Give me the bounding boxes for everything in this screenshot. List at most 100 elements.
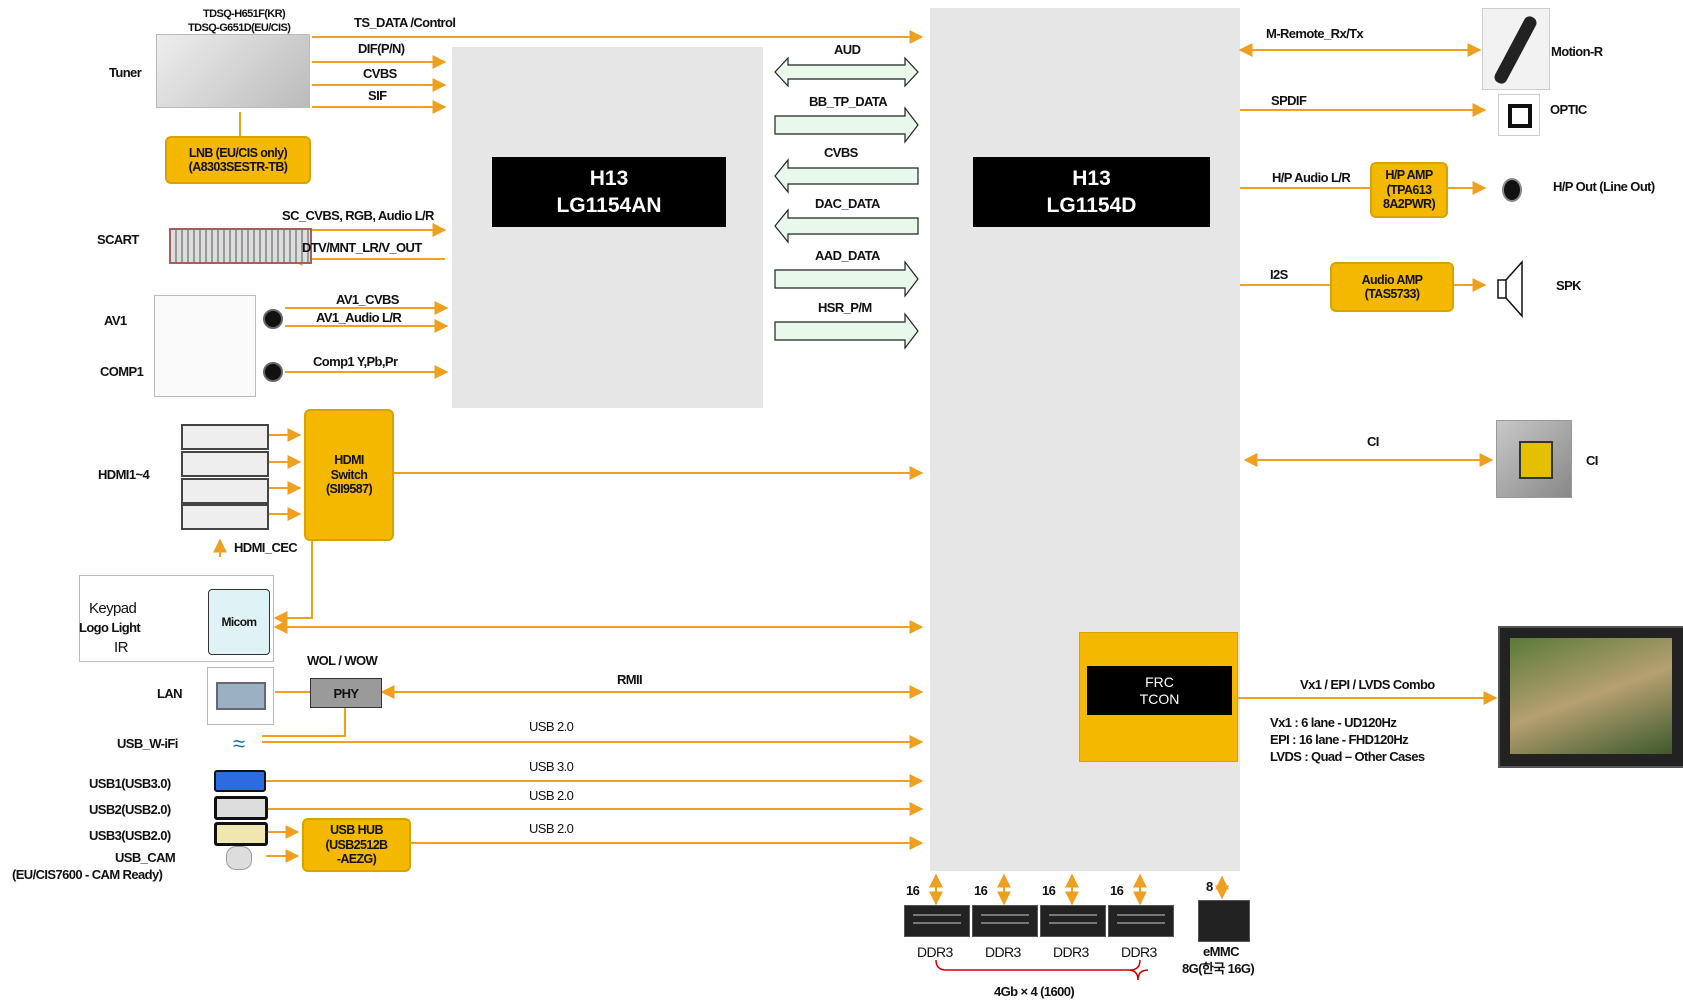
optic-socket [1508,104,1532,128]
vx1-note3: LVDS : Quad – Other Cases [1270,749,1425,764]
aad-bus [774,260,919,298]
frontend-chip-line2: LG1154AN [556,194,662,217]
ir-label: IR [114,639,128,656]
usb3-label: USB3(USB2.0) [89,828,171,843]
vx1-note2: EPI : 16 lane - FHD120Hz [1270,732,1409,747]
ddr3-label-4: DDR3 [1121,944,1157,960]
tv-screen [1510,638,1672,754]
tv-panel-image [1498,626,1683,768]
ddr3-chip-3 [1040,905,1106,937]
hdmi-port-2 [181,451,269,477]
sig-comp1: Comp1 Y,Pb,Pr [313,354,398,369]
motion-remote-image [1482,8,1550,90]
sig-i2s: I2S [1270,267,1288,282]
scart-label: SCART [97,232,139,247]
hdmi-port-4 [181,504,269,530]
optic-label: OPTIC [1550,102,1587,117]
spk-label: SPK [1556,278,1582,293]
usb-wifi-label: USB_W-iFi [117,736,178,751]
sig-rmii: RMII [617,672,643,687]
phy-label: PHY [333,685,360,701]
sig-usb20-wifi: USB 2.0 [529,719,574,734]
hdmi-port-3 [181,478,269,504]
usb-cam-note: (EU/CIS7600 - CAM Ready) [12,867,163,882]
ci-label: CI [1586,453,1598,468]
hdmi-switch-line3: (SII9587) [325,482,373,497]
lnb-line2: (A8303SESTR-TB) [188,160,288,174]
emmc-size: 8G(한국 16G) [1182,961,1255,976]
frontend-chip-label: H13 LG1154AN [492,157,726,227]
keypad-label: Keypad [89,600,137,617]
ddr3-label-1: DDR3 [917,944,953,960]
backend-chip-label: H13 LG1154D [973,157,1210,227]
emmc-label: eMMC [1203,944,1239,959]
hp-amp-line2: (TPA613 [1386,182,1433,197]
usb3-port-icon [214,822,268,846]
sig-spdif: SPDIF [1271,93,1307,108]
ddr-width-2: 16 [974,883,988,898]
hdmi-cec-label: HDMI_CEC [234,540,298,555]
sig-dif: DIF(P/N) [358,41,405,56]
frc-tcon-label: FRC TCON [1087,666,1232,715]
bus-cvbs-label: CVBS [824,145,858,160]
ddr-width-1: 16 [906,883,920,898]
ddr3-label-2: DDR3 [985,944,1021,960]
motion-r-label: Motion-R [1551,44,1603,59]
usb2-label: USB2(USB2.0) [89,802,171,817]
bus-aud-label: AUD [834,42,861,57]
comp1-label: COMP1 [100,364,144,379]
hdmi-switch-box: HDMI Switch (SII9587) [304,409,394,541]
hp-out-label: H/P Out (Line Out) [1553,179,1655,194]
hdmi-port-1 [181,424,269,450]
aud-bus [774,56,919,88]
sig-sif: SIF [368,88,387,103]
sig-usb20-hub: USB 2.0 [529,821,574,836]
speaker-icon [1497,260,1523,318]
av-comp-connectors [154,295,256,397]
hp-amp-box: H/P AMP (TPA613 8A2PWR) [1370,162,1448,218]
hp-jack-icon [1502,178,1522,202]
hp-amp-line1: H/P AMP [1385,168,1433,183]
usb1-port-icon [214,770,266,792]
vx1-note1: Vx1 : 6 lane - UD120Hz [1270,715,1397,730]
lnb-box: LNB (EU/CIS only) (A8303SESTR-TB) [165,136,311,184]
sig-sc: SC_CVBS, RGB, Audio L/R [282,208,434,223]
audio-amp-line1: Audio AMP [1361,272,1423,287]
usb1-label: USB1(USB3.0) [89,776,171,791]
logo-light-label: Logo Light [79,620,141,635]
sig-usb30: USB 3.0 [529,759,574,774]
bus-dac-label: DAC_DATA [815,196,880,211]
sig-vx1: Vx1 / EPI / LVDS Combo [1300,677,1435,692]
frc-line2: TCON [1139,690,1180,707]
scart-connector [169,228,312,264]
audio-amp-line2: (TAS5733) [1364,287,1420,301]
bus-hsr-label: HSR_P/M [818,300,872,315]
bb-tp-bus [774,106,919,144]
av1-label: AV1 [104,313,127,328]
tuner-model-kr: TDSQ-H651F(KR) [203,8,286,20]
bus-bb-tp-label: BB_TP_DATA [809,94,888,109]
usb-hub-line2: (USB2512B [325,837,389,852]
micom-box: Micom [208,589,270,655]
comp1-jack-icon [263,362,283,382]
usb-hub-line3: -AEZG) [336,852,377,867]
hdmi-switch-line1: HDMI [334,453,364,468]
backend-chip-line1: H13 [1072,166,1111,190]
wol-label: WOL / WOW [307,653,378,668]
remote-icon [1492,14,1539,86]
emmc-chip [1198,900,1250,942]
ci-module-image [1496,420,1572,498]
hdmi-switch-line2: Switch [330,467,368,482]
sig-ts-data: TS_DATA /Control [354,15,456,30]
lan-port-socket [216,682,266,710]
usb-cam-label: USB_CAM [115,850,176,865]
ddr3-chip-1 [904,905,970,937]
ddr-bracket [935,959,1139,981]
sig-av1-cvbs: AV1_CVBS [336,292,399,307]
optic-icon [1498,94,1540,136]
sig-hp-audio: H/P Audio L/R [1272,170,1351,185]
dac-bus [774,208,919,244]
bus-aad-label: AAD_DATA [815,248,880,263]
